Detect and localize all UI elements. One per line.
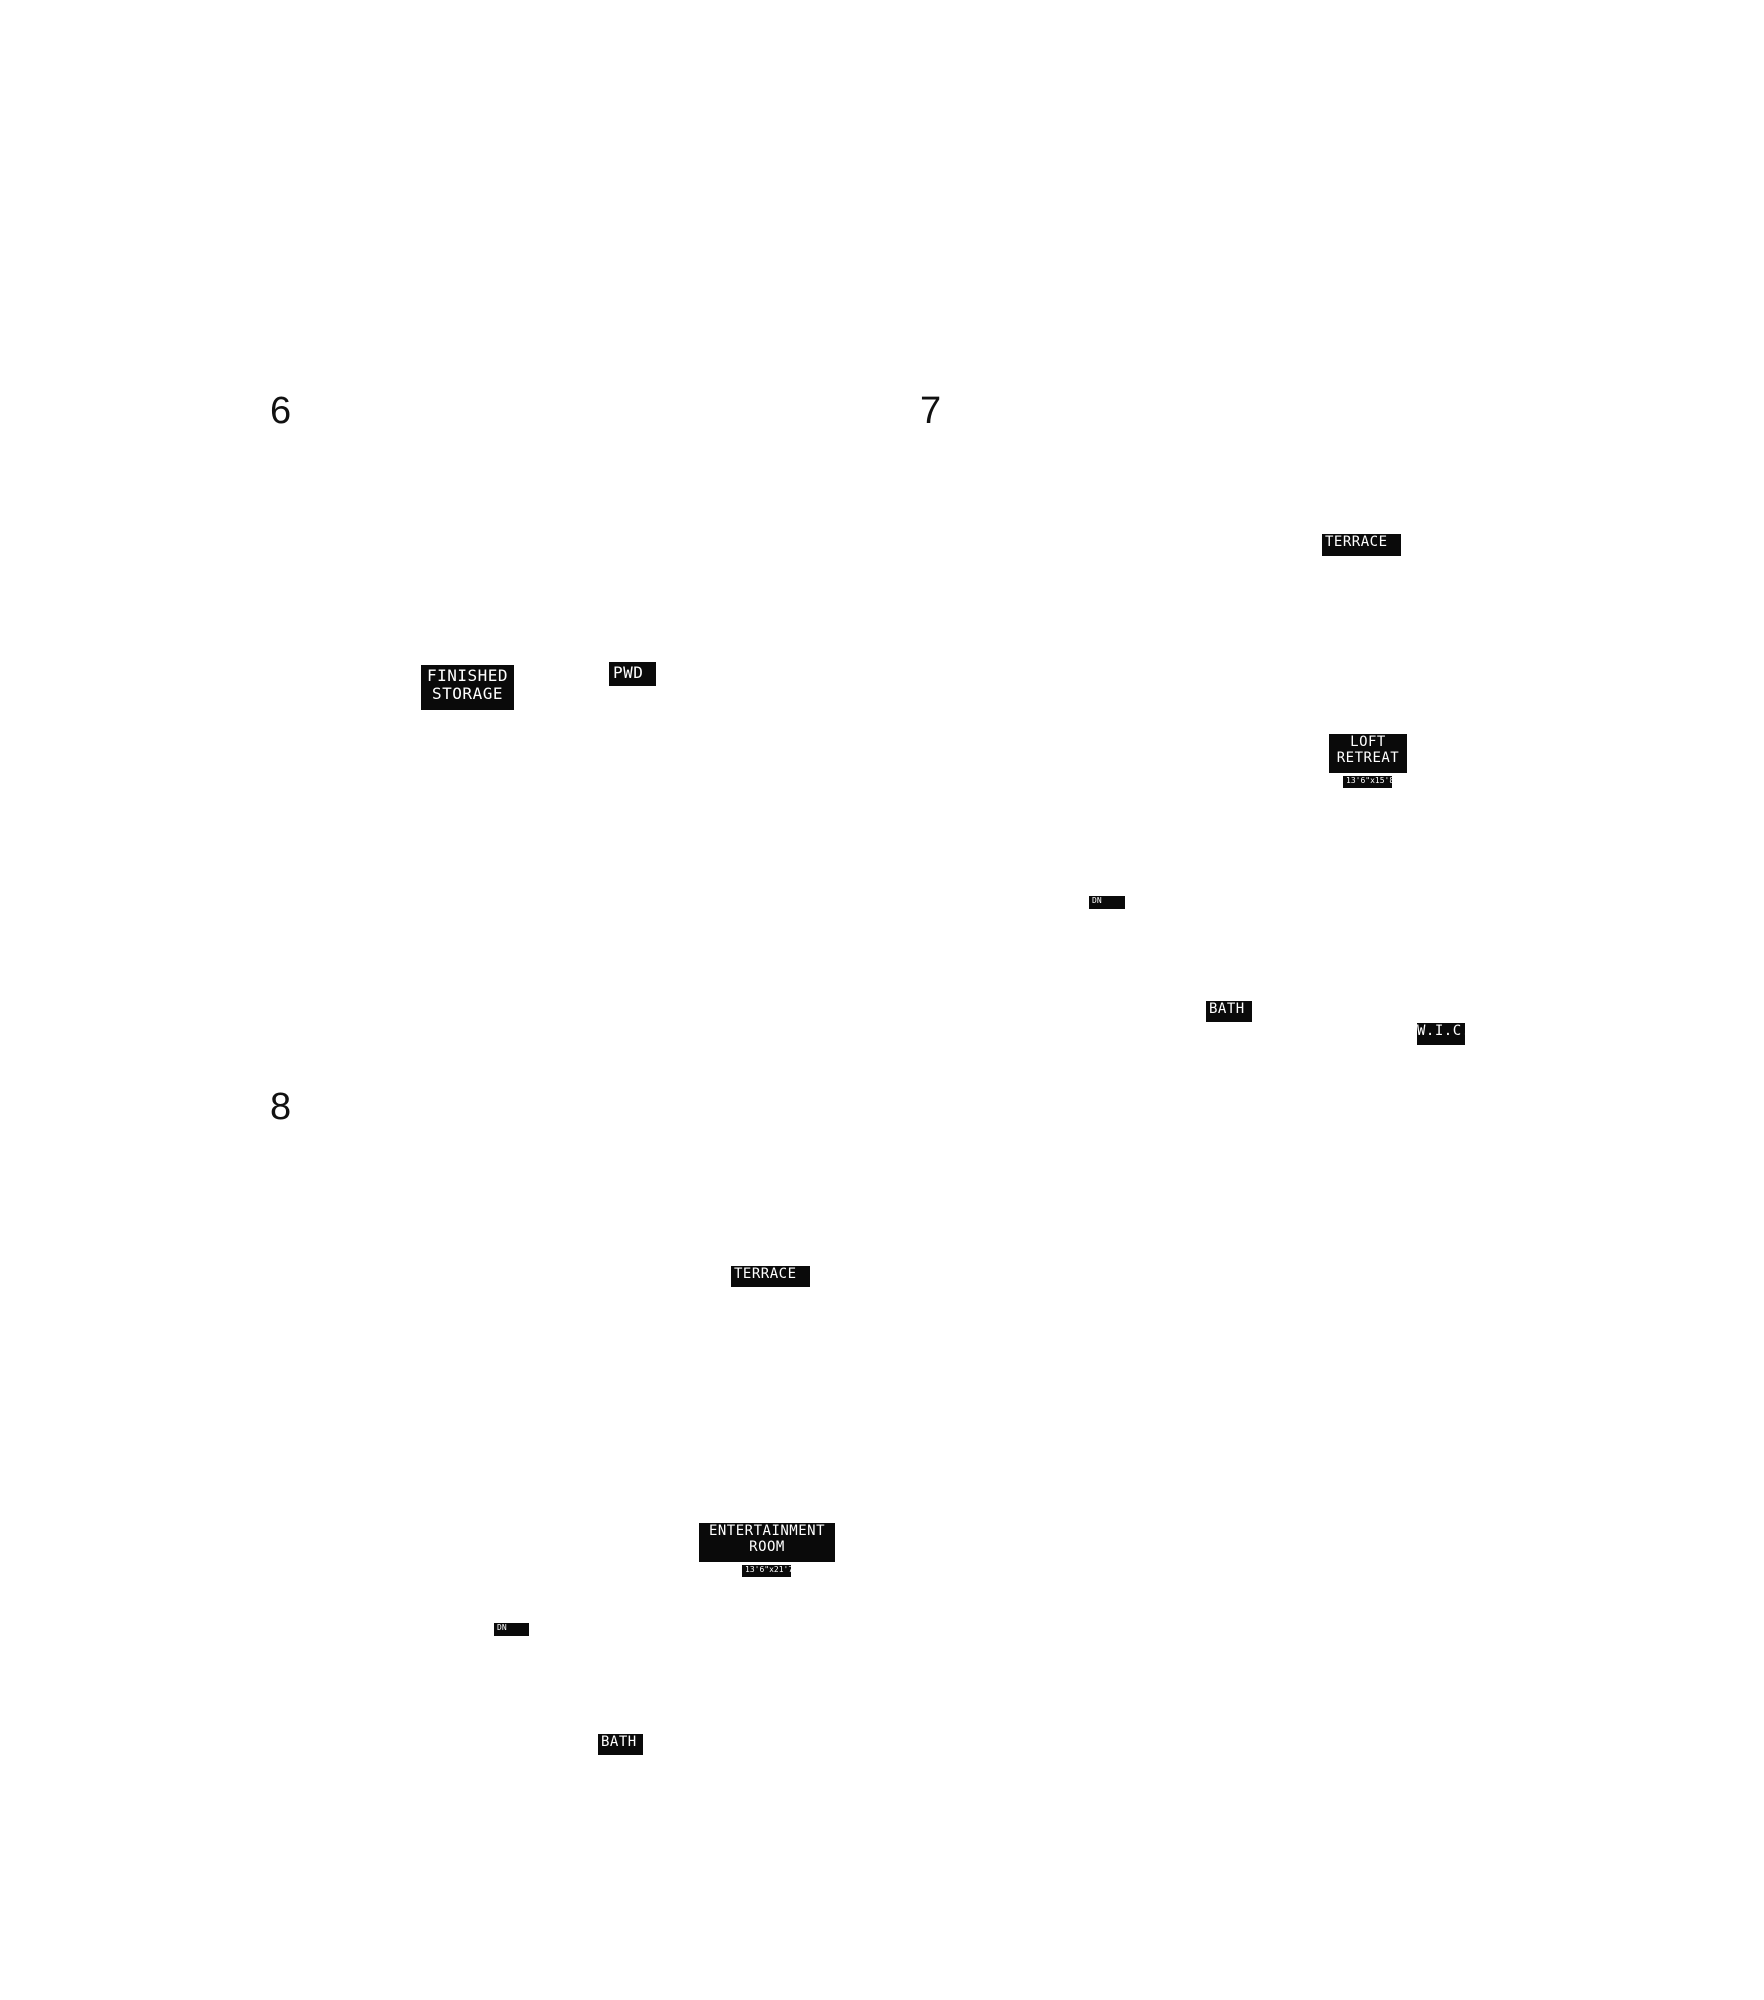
room-label-bath: BATH bbox=[598, 1734, 643, 1755]
plan-number-6: 6 bbox=[270, 390, 292, 432]
room-label-line: FINISHED bbox=[426, 666, 509, 685]
room-label-loft-retreat: LOFT RETREAT bbox=[1329, 734, 1407, 773]
stair-label-dn: DN bbox=[1089, 896, 1125, 909]
room-label-line: ROOM bbox=[749, 1538, 785, 1555]
room-label-finished-storage: FINISHED STORAGE bbox=[421, 665, 514, 710]
room-label-wic: W.I.C. bbox=[1417, 1023, 1465, 1045]
plan-number-7: 7 bbox=[920, 390, 942, 432]
room-dimensions-loft-retreat: 13'6"x15'8" bbox=[1343, 776, 1392, 788]
room-label-line: LOFT bbox=[1350, 734, 1386, 750]
room-label-terrace: TERRACE bbox=[731, 1266, 810, 1287]
stair-label-dn: DN bbox=[494, 1623, 529, 1636]
room-label-terrace: TERRACE bbox=[1322, 534, 1401, 556]
room-label-line: STORAGE bbox=[432, 683, 503, 703]
room-label-line: ENTERTAINMENT bbox=[708, 1523, 826, 1539]
room-label-entertainment-room: ENTERTAINMENT ROOM bbox=[699, 1523, 835, 1562]
room-dimensions-entertainment-room: 13'6"x21'7" bbox=[742, 1565, 791, 1577]
plan-number-8: 8 bbox=[270, 1086, 292, 1128]
room-label-bath: BATH bbox=[1206, 1001, 1252, 1022]
room-label-pwd: PWD bbox=[609, 662, 656, 686]
room-label-line: RETREAT bbox=[1336, 749, 1400, 766]
